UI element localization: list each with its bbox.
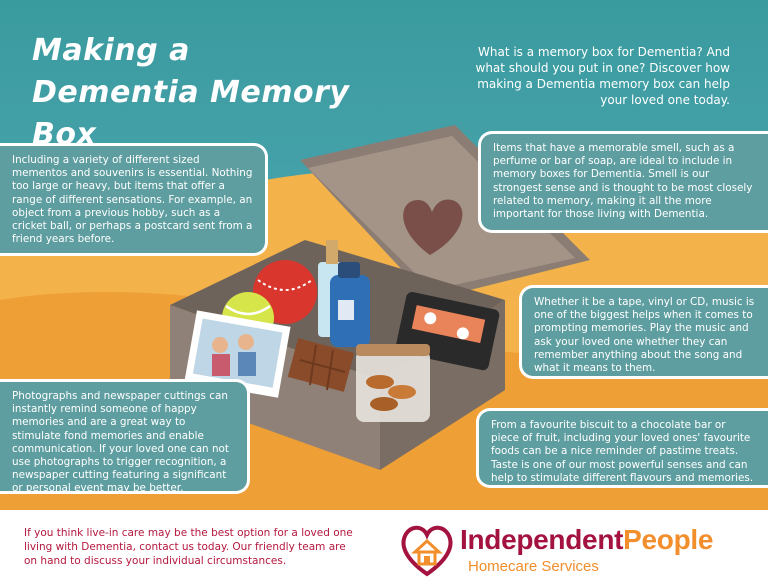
brand-name: IndependentPeople	[460, 524, 713, 556]
music-card-text: Whether it be a tape, vinyl or CD, music…	[534, 296, 755, 375]
brand-logo[interactable]: IndependentPeople Homecare Services	[398, 520, 758, 580]
photos-card: Photographs and newspaper cuttings can i…	[0, 379, 250, 494]
brand-name-part2: People	[623, 524, 714, 555]
heart-icon	[403, 199, 463, 255]
brand-name-part1: Independent	[460, 524, 624, 555]
brand-tagline: Homecare Services	[468, 558, 599, 575]
footer-cta-text: If you think live-in care may be the bes…	[24, 527, 353, 567]
mementos-card: Including a variety of different sized m…	[0, 143, 268, 256]
perfume-bottle-icon	[318, 240, 370, 347]
photograph-icon	[184, 310, 291, 398]
food-card-text: From a favourite biscuit to a chocolate …	[491, 419, 754, 484]
smell-card: Items that have a memorable smell, such …	[478, 131, 768, 233]
photos-card-text: Photographs and newspaper cuttings can i…	[12, 390, 229, 495]
smell-card-text: Items that have a memorable smell, such …	[493, 142, 753, 221]
house-heart-logo-icon	[401, 525, 453, 577]
page-title: Making a Dementia Memory Box	[32, 33, 350, 152]
mementos-card-text: Including a variety of different sized m…	[12, 154, 253, 246]
chocolate-bar-icon	[287, 338, 355, 392]
music-card: Whether it be a tape, vinyl or CD, music…	[519, 285, 768, 379]
food-card: From a favourite biscuit to a chocolate …	[476, 408, 768, 488]
biscuits-jar-icon	[356, 344, 430, 422]
intro-text: What is a memory box for Dementia? And w…	[475, 45, 731, 107]
